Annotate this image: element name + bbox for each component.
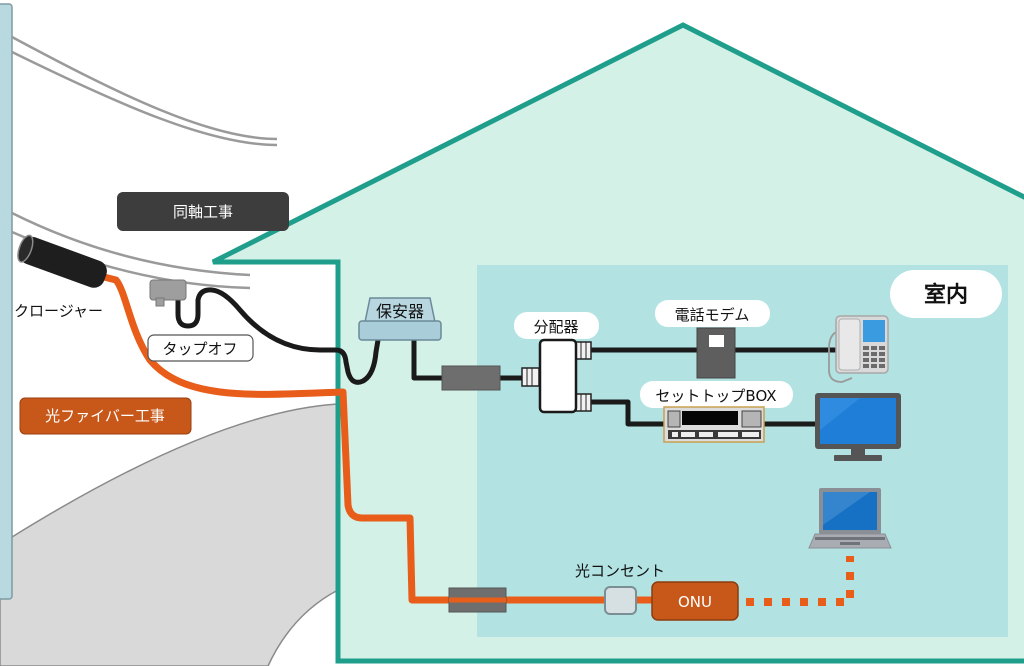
phone-modem-text: 電話モデム [675, 306, 750, 324]
set-top-box-text: セットトップBOX [655, 387, 776, 405]
set-top-box-device [663, 406, 765, 443]
coax-cable [175, 287, 381, 385]
optical-outlet-device [604, 586, 637, 615]
protector-device: 保安器 [358, 297, 442, 341]
tap-off-device [149, 279, 187, 307]
road [0, 403, 339, 666]
onu-device: ONU [651, 581, 739, 621]
utility-pole [0, 3, 13, 600]
tap-off-text: タップオフ [162, 340, 237, 358]
indoor-label: 室内 [890, 270, 1002, 318]
set-top-box-label: セットトップBOX [640, 381, 793, 408]
phone-modem-label: 電話モデム [655, 300, 770, 327]
optical-outlet-label: 光コンセント [575, 562, 665, 580]
wall-conduit [441, 365, 501, 391]
indoor-text: 室内 [924, 282, 968, 308]
fiber-work-text: 光ファイバー工事 [45, 407, 165, 425]
overhead-wire [11, 50, 278, 147]
coax-work-text: 同軸工事 [173, 203, 233, 221]
distribution-wire [11, 211, 251, 277]
phone-modem-device [696, 327, 736, 379]
protector-label: 保安器 [376, 302, 424, 321]
splitter-device [521, 338, 592, 414]
splitter-text: 分配器 [533, 318, 578, 336]
onu-text: ONU [678, 593, 712, 611]
tap-off-label: タップオフ [147, 334, 254, 362]
tv-monitor-icon [815, 393, 901, 461]
closure-label: クロージャー [14, 302, 103, 320]
splitter-label: 分配器 [514, 312, 599, 339]
laptop-icon [808, 488, 892, 549]
telephone-icon [828, 315, 889, 383]
closure [17, 234, 107, 288]
fiber-work-label: 光ファイバー工事 [19, 397, 192, 435]
coax-work-label: 同軸工事 [117, 192, 289, 231]
fiber-cable [96, 272, 656, 604]
overhead-wire [11, 35, 278, 141]
